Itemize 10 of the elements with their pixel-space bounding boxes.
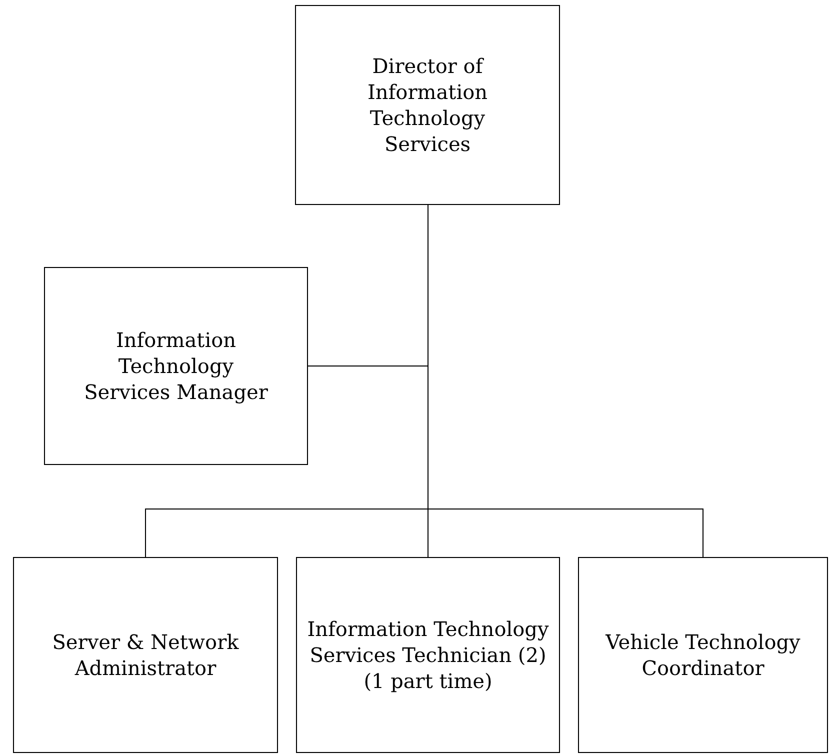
org-box	[578, 557, 828, 753]
role-title: Vehicle Technology Coordinator	[604, 629, 802, 681]
role-title: Information Technology Services Manager	[83, 327, 269, 405]
role-title: Server & Network Administrator	[51, 629, 240, 681]
role-title: Information Technology Services Technician (2) (1 part time)	[307, 616, 549, 694]
org-box	[44, 267, 308, 465]
role-title: Director of Information Technology Services	[366, 53, 489, 157]
org-box	[296, 557, 560, 753]
org-box	[13, 557, 278, 753]
org-box	[295, 5, 560, 205]
